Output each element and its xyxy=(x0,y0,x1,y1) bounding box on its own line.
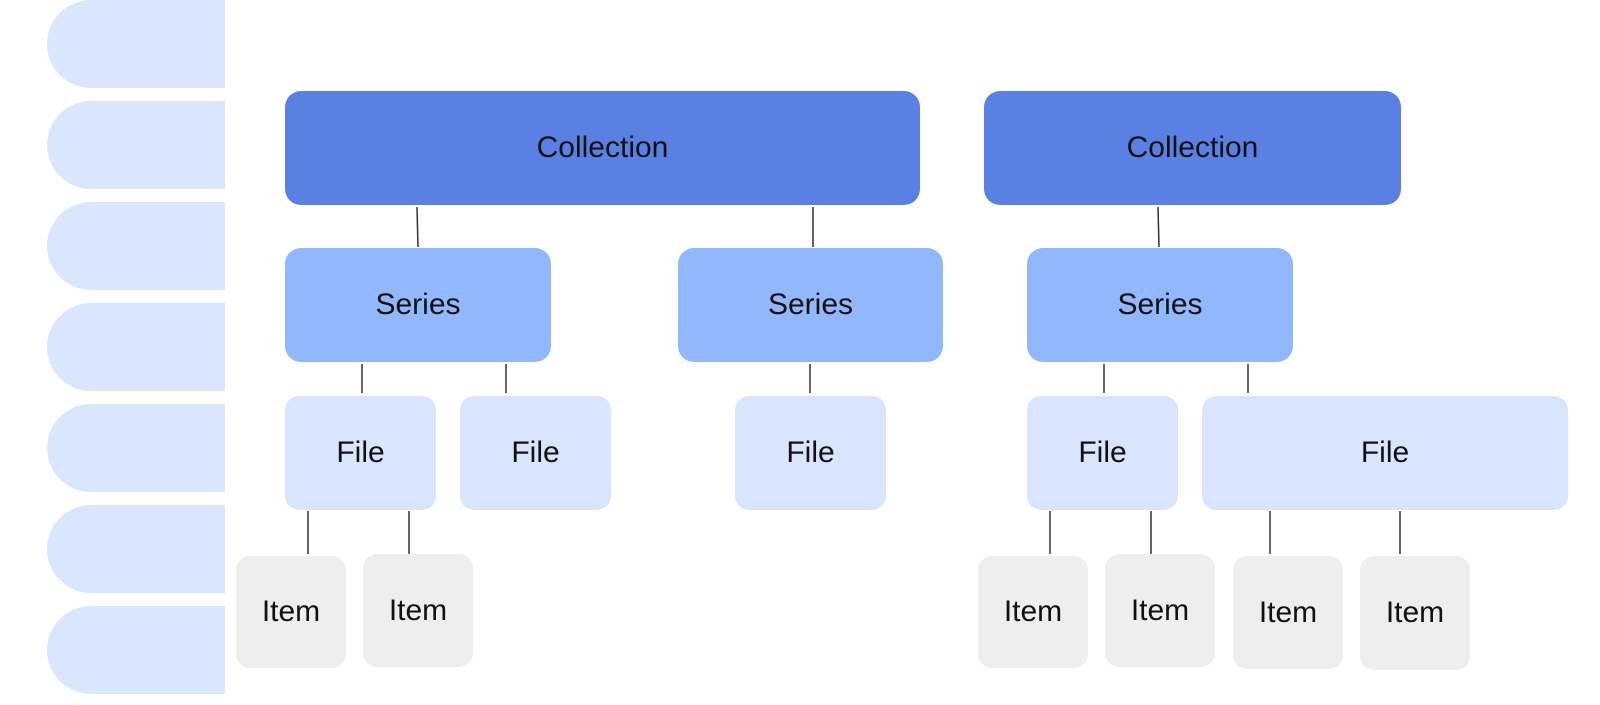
file-node: File xyxy=(1202,396,1568,510)
side-tab xyxy=(47,0,225,88)
item-node: Item xyxy=(363,554,473,667)
side-tab xyxy=(47,101,225,189)
file-node: File xyxy=(735,396,886,510)
connector-line xyxy=(416,206,419,248)
side-tab xyxy=(47,303,225,391)
side-tab xyxy=(47,404,225,492)
side-tab xyxy=(47,505,225,593)
file-node: File xyxy=(285,396,436,510)
item-node: Item xyxy=(1233,556,1343,669)
series-node: Series xyxy=(285,248,551,362)
item-node: Item xyxy=(978,556,1088,668)
collection-node: Collection xyxy=(984,91,1401,205)
series-node: Series xyxy=(678,248,943,362)
collection-node: Collection xyxy=(285,91,920,205)
item-node: Item xyxy=(236,556,346,668)
item-node: Item xyxy=(1105,554,1215,667)
side-tab xyxy=(47,606,225,694)
side-tab xyxy=(47,202,225,290)
item-node: Item xyxy=(1360,556,1470,670)
series-node: Series xyxy=(1027,248,1293,362)
connector-line xyxy=(1157,206,1160,248)
file-node: File xyxy=(1027,396,1178,510)
file-node: File xyxy=(460,396,611,510)
